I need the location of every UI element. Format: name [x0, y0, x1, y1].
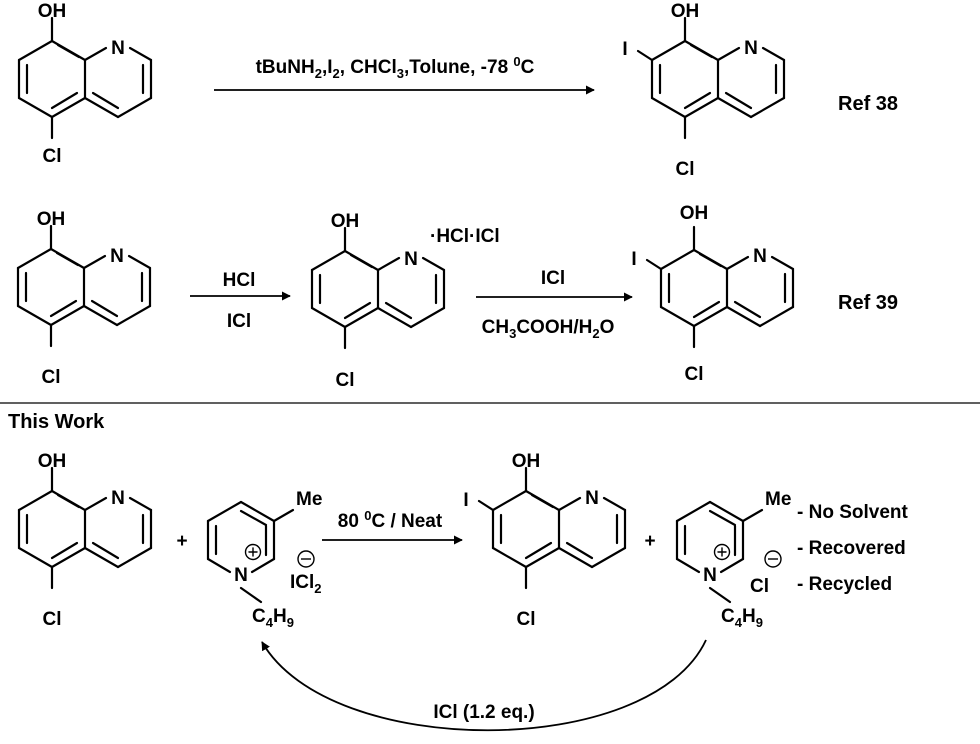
r1-reactant-cl: Cl [43, 146, 62, 167]
tw-reactant-5-chloro-8-hydroxyquinoline: OH N Cl [17, 451, 153, 630]
r2-product-oh: OH [680, 203, 709, 224]
tw-plus-1: + [176, 531, 187, 552]
r1-product-oh: OH [671, 1, 700, 22]
r2-product-n: N [753, 246, 767, 267]
r2-product-cl: Cl [685, 364, 704, 385]
r2-intermediate-n: N [404, 249, 418, 270]
r2-intermediate-oh: OH [331, 211, 360, 232]
tw-byproduct-butyl: C4H9 [721, 606, 763, 630]
tw-recycle-arrow [261, 639, 707, 732]
this-work-heading: This Work [8, 411, 105, 433]
r1-reference: Ref 38 [838, 93, 898, 115]
r2-product-i: I [631, 249, 636, 270]
r1-reactant-n: N [111, 38, 125, 59]
tw-note-recycled: - Recycled [797, 574, 892, 595]
tw-ionic-liquid-byproduct: N Me Cl C4H9 [675, 489, 791, 630]
r1-reactant-5-chloro-8-hydroxyquinoline: OH N Cl [17, 1, 153, 167]
r2-step1-reagent-bottom: ICl [227, 311, 251, 332]
tw-note-recovered: - Recovered [797, 538, 906, 559]
tw-reactant-oh: OH [38, 451, 67, 472]
tw-reactant-cl: Cl [43, 609, 62, 630]
tw-product-n: N [585, 488, 599, 509]
r1-product-i: I [622, 39, 627, 60]
r2-intermediate-salt-label: ·HCl·ICl [430, 226, 500, 247]
tw-ionic-liquid-reagent: N Me ICl2 C4H9 [206, 489, 322, 630]
tw-product-i: I [463, 490, 468, 511]
tw-recycle-label: ICl (1.2 eq.) [433, 702, 534, 723]
r1-product-cl: Cl [676, 159, 695, 180]
tw-reagent-anion-charge [297, 550, 315, 568]
tw-product-oh: OH [512, 451, 541, 472]
tw-note-no-solvent: - No Solvent [797, 502, 909, 523]
tw-notes: - No Solvent - Recovered - Recycled [797, 502, 909, 595]
r2-reference: Ref 39 [838, 292, 898, 314]
tw-reagent-n: N [234, 565, 248, 586]
r1-conditions: tBuNH2,I2, CHCl3,Tolune, -78 0C [256, 54, 535, 81]
r2-reactant-5-chloro-8-hydroxyquinoline: OH N Cl [16, 209, 152, 388]
tw-product-cl: Cl [517, 609, 536, 630]
tw-byproduct-n: N [703, 565, 717, 586]
r2-reactant-oh: OH [37, 209, 66, 230]
r2-product-clioquinol: OH N I Cl [631, 203, 795, 385]
tw-reagent-anion: ICl2 [290, 572, 322, 596]
tw-reagent-butyl: C4H9 [252, 606, 294, 630]
r2-reactant-n: N [110, 246, 124, 267]
r1-product-n: N [744, 38, 758, 59]
r2-step1-reagent-top: HCl [223, 270, 256, 291]
r2-intermediate-cl: Cl [336, 370, 355, 391]
r2-reactant-cl: Cl [42, 367, 61, 388]
tw-byproduct-anion-charge [764, 550, 782, 568]
r2-intermediate-salt: OH N Cl ·HCl·ICl [310, 211, 500, 391]
r2-step2-reagent-bottom: CH3COOH/H2O [482, 317, 615, 341]
tw-conditions: 80 0C / Neat [338, 508, 443, 532]
tw-plus-2: + [644, 531, 655, 552]
tw-byproduct-anion: Cl [750, 576, 769, 597]
tw-product-clioquinol: OH N I Cl [463, 451, 627, 630]
r1-reactant-oh: OH [38, 1, 67, 22]
r2-step2-reagent-top: ICl [541, 268, 565, 289]
tw-reactant-n: N [111, 488, 125, 509]
r1-product-clioquinol: OH N I Cl [622, 1, 786, 180]
tw-reagent-methyl: Me [296, 489, 322, 510]
tw-byproduct-methyl: Me [765, 489, 791, 510]
